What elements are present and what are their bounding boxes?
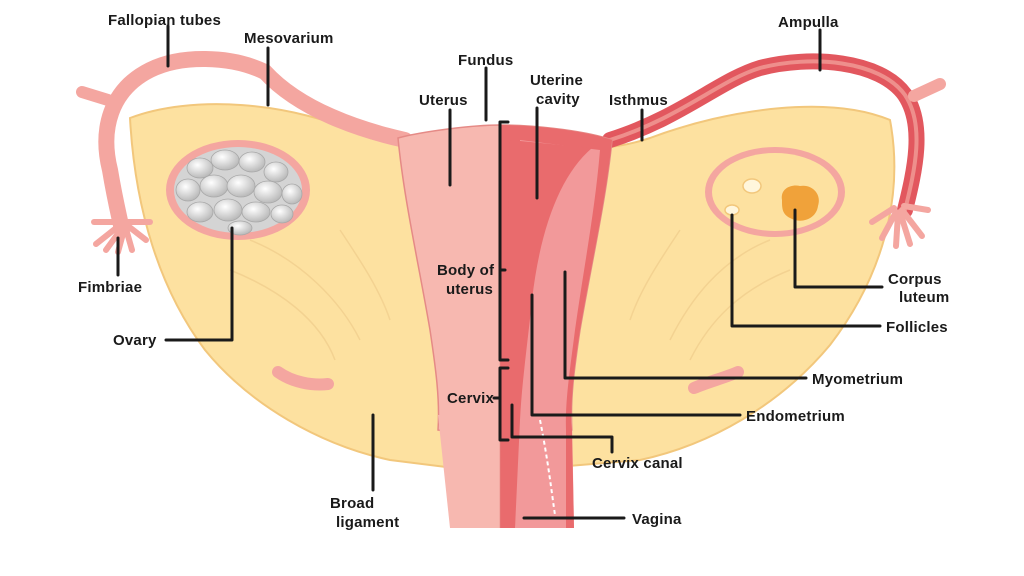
right-fimbriae (869, 203, 931, 249)
round-ligament-right (688, 366, 744, 394)
right-ovary (705, 147, 845, 237)
uterus-cut-section (500, 125, 612, 528)
label-corpus-luteum-2: luteum (899, 289, 949, 306)
label-fallopian-tubes: Fallopian tubes (108, 12, 221, 29)
label-vagina: Vagina (632, 511, 682, 528)
label-ampulla: Ampulla (778, 14, 839, 31)
label-isthmus: Isthmus (609, 92, 668, 109)
label-ovary: Ovary (113, 332, 157, 349)
corpus-luteum-shape (781, 185, 819, 221)
leader-cervix-canal (510, 403, 614, 454)
leader-endometrium (530, 293, 742, 417)
label-myometrium: Myometrium (812, 371, 903, 388)
label-cervix-canal: Cervix canal (592, 455, 683, 472)
round-ligament-left (272, 366, 334, 391)
leader-corpus-luteum (793, 208, 884, 289)
leader-ovary (164, 226, 234, 342)
label-broad-ligament-2: ligament (336, 514, 399, 531)
leader-body-of-uterus-bracket (498, 120, 510, 362)
label-mesovarium: Mesovarium (244, 30, 334, 47)
label-cervix: Cervix (447, 390, 495, 407)
label-body-of-uterus-2: uterus (446, 281, 493, 298)
label-fimbriae: Fimbriae (78, 279, 142, 296)
left-fimbriae (91, 219, 153, 255)
label-uterine-cavity-2: cavity (536, 91, 580, 108)
leader-follicles (730, 213, 882, 328)
left-fallopian-tube (98, 51, 413, 238)
leader-lines (116, 24, 884, 520)
label-uterine-cavity-1: Uterine (530, 72, 583, 89)
label-corpus-luteum-1: Corpus (888, 271, 942, 288)
label-fundus: Fundus (458, 52, 513, 69)
left-ovary (166, 140, 310, 240)
label-uterus: Uterus (419, 92, 468, 109)
label-body-of-uterus-1: Body of (437, 262, 495, 279)
label-follicles: Follicles (886, 319, 948, 336)
leader-cervix-bracket (498, 366, 510, 442)
label-broad-ligament-1: Broad (330, 495, 374, 512)
leader-myometrium (563, 270, 808, 380)
label-endometrium: Endometrium (746, 408, 845, 425)
labels: Fallopian tubes Mesovarium Fundus Uterus… (78, 12, 949, 531)
ligament-fold-lines (229, 229, 791, 361)
